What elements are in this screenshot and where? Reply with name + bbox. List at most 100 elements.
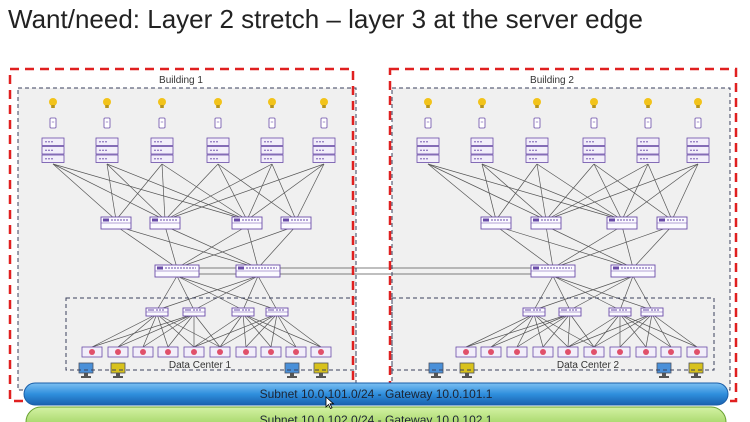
building-1-label: Building 1 [159, 75, 203, 86]
monitor-neck [319, 373, 323, 376]
monitor-icon [656, 362, 672, 378]
network-link [193, 313, 221, 348]
aggregation-switch-icon [280, 216, 312, 230]
lightbulb-base [322, 105, 326, 108]
server-led [480, 149, 482, 152]
firewall-icon [183, 346, 205, 358]
network-link [651, 313, 672, 348]
subnet-label-green: Subnet 10.0.102.0/24 - Gateway 10.0.102.… [260, 413, 493, 422]
network-link [270, 313, 278, 348]
network-link [619, 313, 653, 348]
server-led [592, 149, 594, 152]
distribution-switch-icon [640, 307, 664, 317]
network-link [533, 313, 595, 348]
lightbulb-icon [590, 98, 598, 108]
building-2-label: Building 2 [530, 75, 574, 86]
firewall-icon [557, 346, 579, 358]
phone-body [644, 117, 652, 129]
monitor-icon [688, 362, 704, 378]
server-stack-icon [150, 137, 174, 163]
monitor-base [113, 376, 123, 378]
phone-body [478, 117, 486, 129]
server-led [48, 140, 50, 143]
network-link [52, 163, 166, 221]
server-led [157, 140, 159, 143]
network-link [142, 313, 195, 348]
network-link [156, 313, 169, 348]
server-led [696, 140, 698, 143]
server-led [322, 149, 324, 152]
aggregation-switch-icon [231, 216, 263, 230]
firewall-alert [540, 349, 546, 355]
aggregation-switch-icon [606, 216, 638, 230]
network-link [161, 163, 166, 221]
server-led [319, 149, 321, 152]
server-unit [95, 154, 119, 163]
server-led [586, 149, 588, 152]
network-link [52, 163, 117, 221]
monitor-screen [428, 362, 444, 374]
datacenter-2-boundary [391, 297, 715, 371]
network-link [164, 163, 219, 221]
server-unit [312, 154, 336, 163]
server-stack-icon [636, 137, 660, 163]
firewall-alert [293, 349, 299, 355]
server-unit [470, 137, 494, 146]
network-link [495, 163, 538, 221]
network-link [481, 163, 547, 221]
links-layer [52, 163, 699, 348]
firewall-alert [617, 349, 623, 355]
server-led [319, 140, 321, 143]
network-link [176, 275, 278, 311]
phone-body [590, 117, 598, 129]
server-unit [636, 154, 660, 163]
network-link [490, 313, 535, 348]
network-link [465, 313, 535, 348]
phone-icon [424, 117, 432, 129]
lightbulb-glass [158, 98, 166, 106]
mouse-cursor-icon [325, 396, 335, 410]
server-stack-icon [206, 137, 230, 163]
lightbulb-glass [694, 98, 702, 106]
firewall-alert [268, 349, 274, 355]
phone-body [694, 117, 702, 129]
server-led [99, 149, 101, 152]
network-link [117, 313, 158, 348]
network-link [193, 275, 259, 311]
server-led [51, 149, 53, 152]
firewall-alert [694, 349, 700, 355]
network-link [495, 225, 634, 269]
server-unit [150, 146, 174, 155]
network-link [621, 225, 634, 269]
monitor-screen [459, 362, 475, 374]
network-link [115, 163, 163, 221]
monitor-screen [656, 362, 672, 374]
server-led [426, 140, 428, 143]
network-link [495, 225, 554, 269]
firewall-icon [455, 346, 477, 358]
server-led [316, 140, 318, 143]
firewall-icon [660, 346, 682, 358]
firewall-icon [583, 346, 605, 358]
network-link [246, 225, 259, 269]
network-link [671, 163, 699, 221]
network-link [593, 163, 673, 221]
server-led [423, 149, 425, 152]
server-led [589, 140, 591, 143]
firewall-icon [480, 346, 502, 358]
server-led [535, 149, 537, 152]
monitor-screen [688, 362, 704, 374]
server-led [474, 157, 476, 160]
firewall-icon [310, 346, 332, 358]
server-led [474, 140, 476, 143]
network-link [567, 313, 571, 348]
firewall-alert [115, 349, 121, 355]
server-led [640, 140, 642, 143]
firewall-icon [686, 346, 708, 358]
network-link [632, 275, 653, 311]
network-link [593, 313, 621, 348]
server-stack-icon [312, 137, 336, 163]
lightbulb-glass [590, 98, 598, 106]
server-led [99, 157, 101, 160]
network-link [242, 313, 272, 348]
